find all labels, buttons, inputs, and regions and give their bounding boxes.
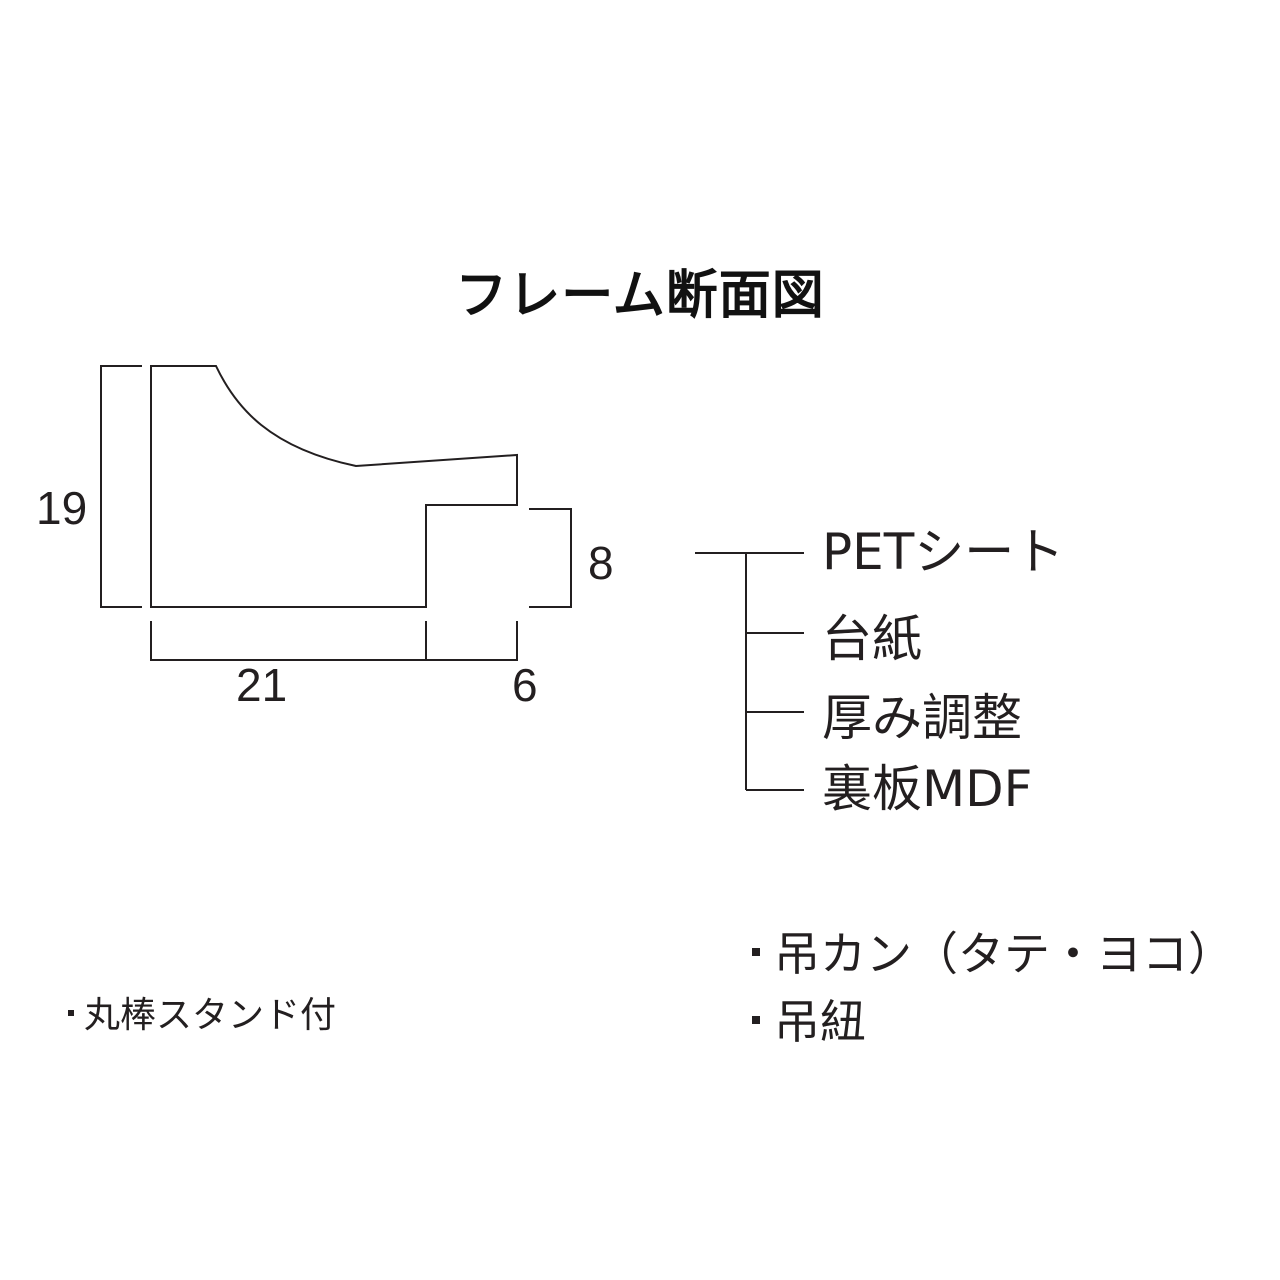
- bullet-icon: [68, 1010, 74, 1016]
- note-stand-text: 丸棒スタンド付: [84, 995, 337, 1036]
- frame-profile-outline: [150, 365, 518, 608]
- diagram-title: フレーム断面図: [455, 266, 825, 326]
- dimension-label-8: 8: [588, 537, 614, 589]
- dimension-label-21: 21: [236, 659, 288, 711]
- layer-label-mount-board: 台紙: [822, 610, 922, 668]
- note-hanging-string-text: 吊紐: [774, 995, 866, 1049]
- layer-label-back-board: 裏板MDF: [822, 760, 1033, 818]
- bullet-icon: [752, 947, 760, 956]
- dimension-label-19: 19: [36, 482, 88, 534]
- note-hanger-text: 吊カン（タテ・ヨコ）: [774, 927, 1234, 981]
- dimension-label-6: 6: [512, 659, 538, 711]
- note-stand: 丸棒スタンド付: [68, 992, 336, 1040]
- dimension-line-21-6: [150, 621, 518, 661]
- dimension-line-8: [529, 508, 572, 608]
- bullet-icon: [752, 1015, 760, 1024]
- layer-label-thickness-adjust: 厚み調整: [822, 689, 1022, 747]
- note-hanging-string: 吊紐: [752, 994, 866, 1050]
- dimension-line-19: [100, 365, 142, 608]
- layer-leader-lines: [695, 552, 804, 791]
- note-hanger: 吊カン（タテ・ヨコ）: [752, 926, 1234, 982]
- layer-label-pet-sheet: PETシート: [822, 523, 1065, 581]
